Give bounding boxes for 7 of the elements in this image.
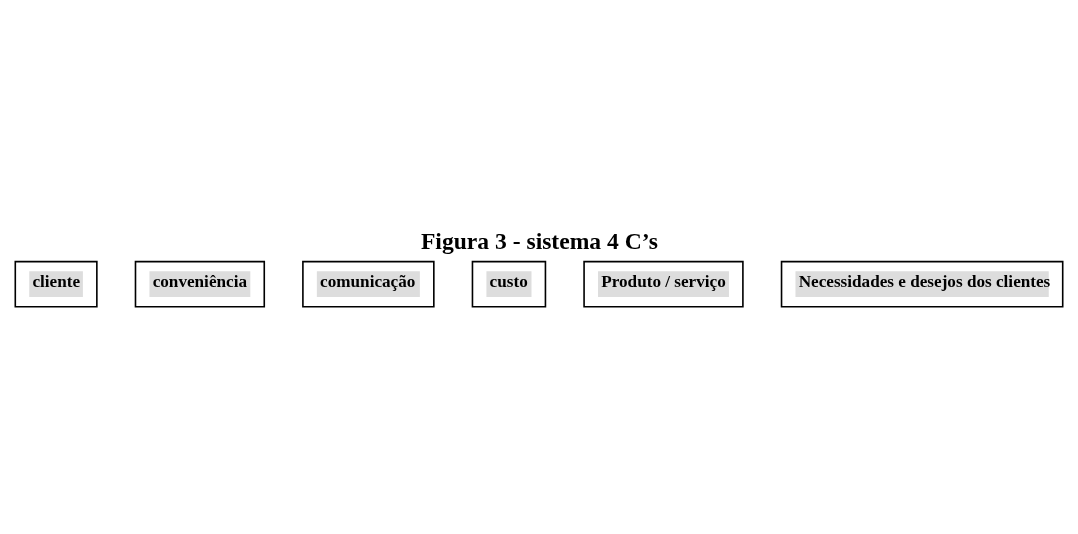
diagram-title: Figura 3 - sistema 4 C’s xyxy=(420,228,658,255)
node-box: custo xyxy=(471,260,547,308)
node-box: cliente xyxy=(14,260,98,308)
node-box: Necessidades e desejos dos clientes xyxy=(780,260,1064,308)
node-box: Produto / serviço xyxy=(583,260,744,308)
node-box: comunicação xyxy=(302,260,435,308)
node-box: conveniência xyxy=(134,260,266,308)
